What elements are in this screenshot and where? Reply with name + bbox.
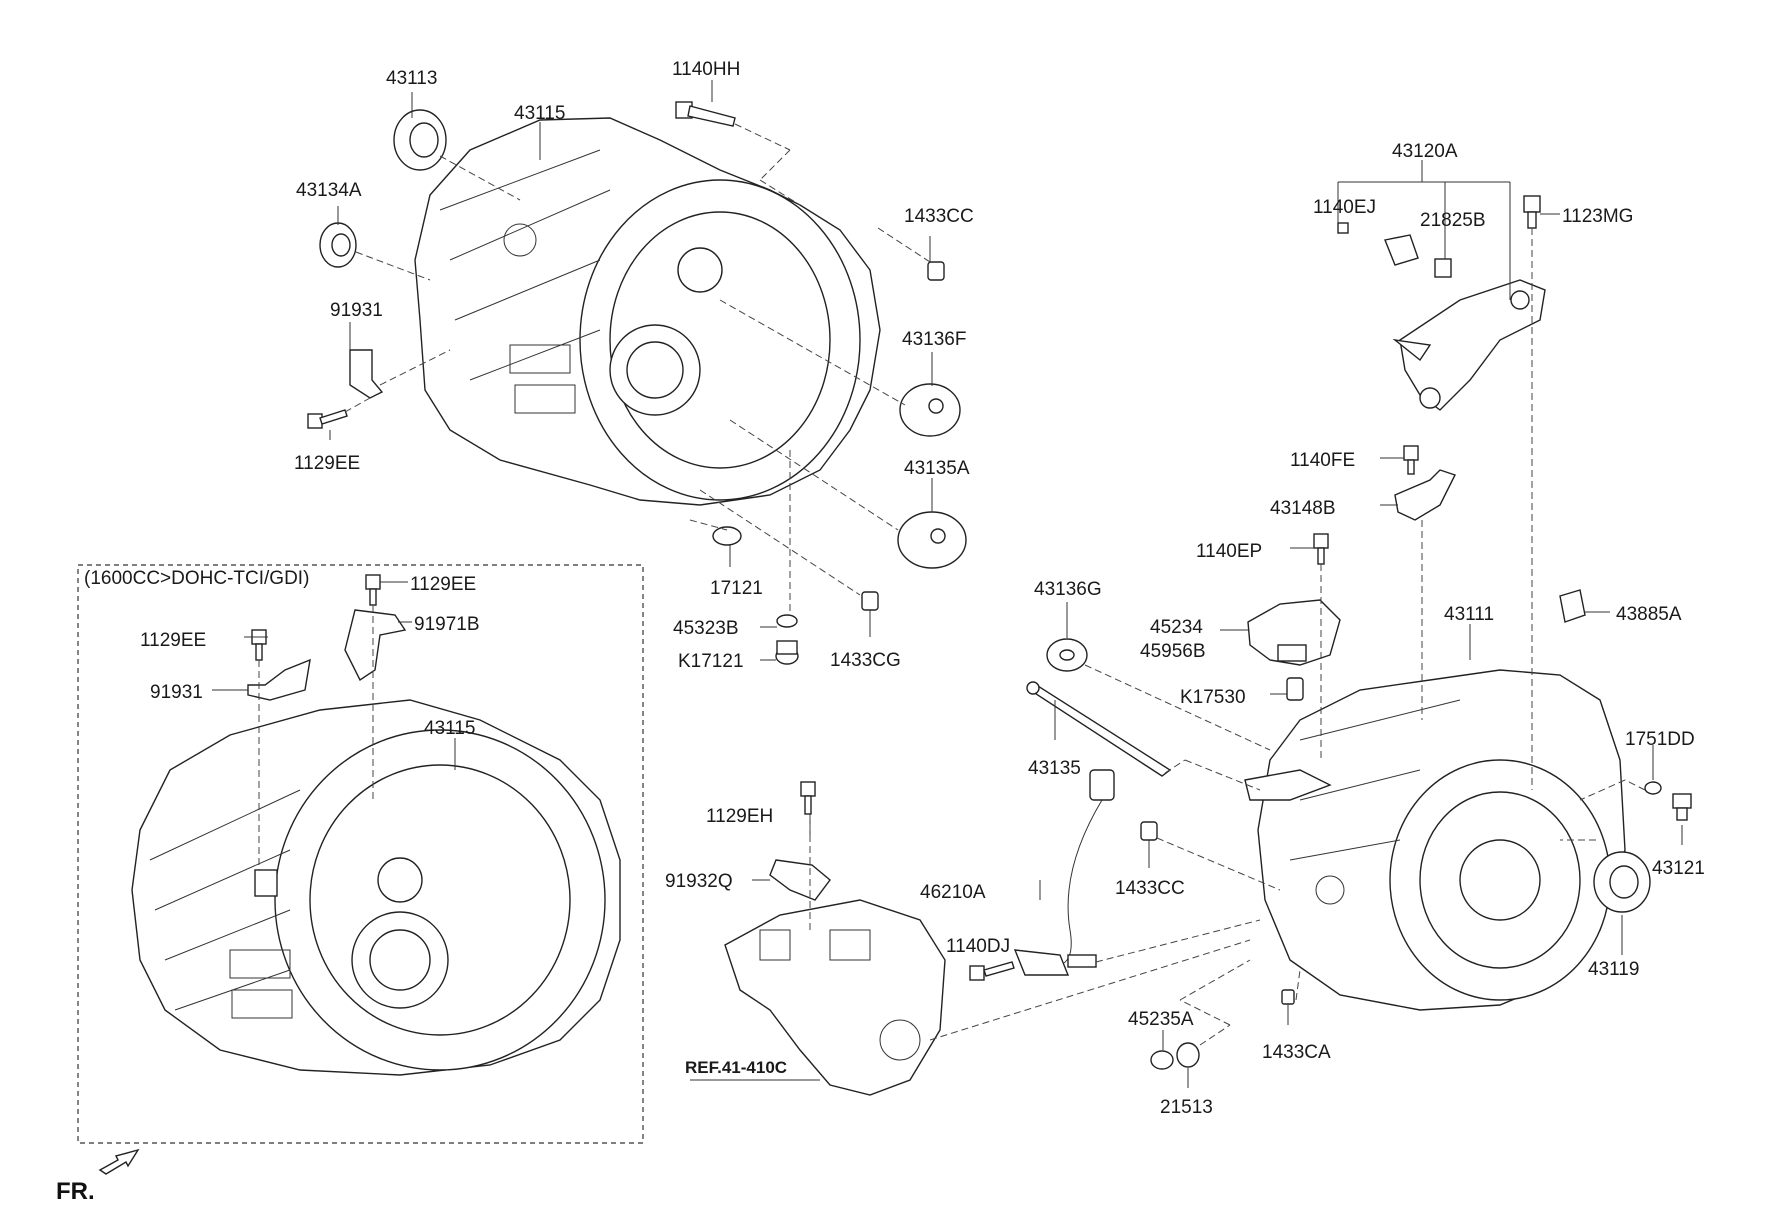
plate-43136f[interactable]: [899, 383, 961, 437]
mount-21825b[interactable]: [1434, 258, 1452, 278]
label-43148b: 43148B: [1270, 498, 1336, 519]
connector-1140dj[interactable]: [969, 949, 1097, 981]
label-1140fe: 1140FE: [1290, 450, 1355, 471]
shift-assembly[interactable]: [724, 899, 946, 1096]
label-1129ee-left: 1129EE: [294, 453, 360, 474]
plug-43121[interactable]: [1672, 793, 1692, 821]
seal-43113[interactable]: [393, 109, 447, 171]
washer-1751dd[interactable]: [1644, 781, 1662, 795]
bolt-1140fe[interactable]: [1403, 445, 1419, 475]
bolt-1129ee-box2[interactable]: [251, 629, 267, 661]
label-1129ee-box1: 1129EE: [410, 574, 476, 595]
bolt-1140ep[interactable]: [1313, 533, 1329, 565]
dowel-1433cc-mid[interactable]: [1140, 821, 1158, 841]
dowel-1433cg[interactable]: [861, 591, 879, 611]
seal-43119[interactable]: [1593, 851, 1651, 913]
seal-43134a[interactable]: [319, 222, 357, 268]
bracket-91931-box[interactable]: [247, 658, 311, 701]
washer-45323b[interactable]: [776, 614, 798, 628]
leaders-right: [690, 160, 1683, 1088]
label-43134a: 43134A: [296, 180, 362, 201]
washer-17121[interactable]: [712, 526, 742, 546]
washer-43136g[interactable]: [1046, 638, 1088, 672]
label-43121: 43121: [1652, 858, 1705, 879]
label-91932q: 91932Q: [665, 871, 733, 892]
washer-21513[interactable]: [1176, 1042, 1200, 1068]
variant-note: (1600CC>DOHC-TCI/GDI): [84, 568, 309, 589]
bolt-1129ee-box1[interactable]: [365, 574, 381, 606]
label-43119: 43119: [1588, 959, 1639, 980]
label-91931-top: 91931: [330, 300, 383, 321]
leaders-top-left: [329, 80, 933, 661]
dowel-1433cc-top[interactable]: [927, 261, 945, 281]
label-43115-box: 43115: [424, 718, 475, 739]
label-43135: 43135: [1028, 758, 1081, 779]
label-45956b: 45956B: [1140, 641, 1206, 662]
switch-45234[interactable]: [1247, 599, 1341, 666]
plug-k17121[interactable]: [775, 640, 799, 665]
label-45323b: 45323B: [673, 618, 739, 639]
label-43111: 43111: [1444, 604, 1494, 625]
sensor-46210a[interactable]: [1059, 769, 1115, 966]
label-1433cg: 1433CG: [830, 650, 901, 671]
dowel-1433ca[interactable]: [1281, 989, 1295, 1005]
sensor-k17530[interactable]: [1286, 677, 1304, 701]
label-43115-top: 43115: [514, 103, 565, 124]
label-1123mg: 1123MG: [1562, 206, 1633, 227]
label-k17530: K17530: [1180, 687, 1246, 708]
label-1433cc-mid: 1433CC: [1115, 878, 1185, 899]
bolt-1129eh[interactable]: [800, 781, 816, 815]
plug-45235a[interactable]: [1150, 1050, 1174, 1070]
label-43120a: 43120A: [1392, 141, 1458, 162]
label-43135a: 43135A: [904, 458, 970, 479]
leaders-variant: [212, 581, 456, 870]
reference-label: REF.41-410C: [685, 1058, 787, 1077]
bolt-1129ee-left[interactable]: [307, 409, 348, 429]
label-21513: 21513: [1160, 1097, 1213, 1118]
label-46210a: 46210A: [920, 882, 986, 903]
label-43136g: 43136G: [1034, 579, 1102, 600]
variant-box: [77, 564, 644, 1144]
label-43885a: 43885A: [1616, 604, 1682, 625]
bracket-91932q[interactable]: [769, 859, 831, 901]
bracket-91931-top[interactable]: [349, 349, 384, 399]
label-43113: 43113: [386, 68, 437, 89]
insulator-43120a-small[interactable]: [1384, 234, 1419, 266]
part-labels: (1600CC>DOHC-TCI/GDI) REF.41-410C 43113 …: [84, 59, 1705, 1118]
label-43136f: 43136F: [902, 329, 966, 350]
label-1433ca: 1433CA: [1262, 1042, 1331, 1063]
bracket-43148b[interactable]: [1394, 469, 1456, 521]
transmission-case-main[interactable]: [1244, 669, 1626, 1011]
label-45234: 45234: [1150, 617, 1203, 638]
label-1140dj: 1140DJ: [946, 936, 1010, 957]
bolt-1123mg[interactable]: [1523, 195, 1541, 229]
label-1129eh: 1129EH: [706, 806, 773, 827]
label-21825b: 21825B: [1420, 210, 1486, 231]
label-1751dd: 1751DD: [1625, 729, 1695, 750]
label-1140hh: 1140HH: [672, 59, 740, 80]
transmission-case-variant[interactable]: [131, 699, 621, 1076]
bolt-1140ej[interactable]: [1337, 222, 1349, 234]
label-17121: 17121: [710, 578, 763, 599]
label-1129ee-box2: 1129EE: [140, 630, 206, 651]
bracket-91971b[interactable]: [344, 609, 407, 682]
label-1140ej: 1140EJ: [1313, 197, 1376, 218]
front-label: FR.: [56, 1178, 95, 1205]
magnet-43885a[interactable]: [1559, 589, 1586, 623]
label-1140ep: 1140EP: [1196, 541, 1262, 562]
label-91971b: 91971B: [414, 614, 480, 635]
arrow-icon: [98, 1148, 140, 1175]
transmission-case-top[interactable]: [414, 117, 881, 506]
bolt-1140hh[interactable]: [675, 101, 736, 127]
bracket-43120a[interactable]: [1392, 279, 1546, 411]
label-k17121: K17121: [678, 651, 744, 672]
label-45235a: 45235A: [1128, 1009, 1194, 1030]
plate-43135a[interactable]: [897, 511, 967, 569]
front-direction-indicator: FR.: [56, 1148, 140, 1205]
label-91931-box: 91931: [150, 682, 203, 703]
label-1433cc-top: 1433CC: [904, 206, 974, 227]
